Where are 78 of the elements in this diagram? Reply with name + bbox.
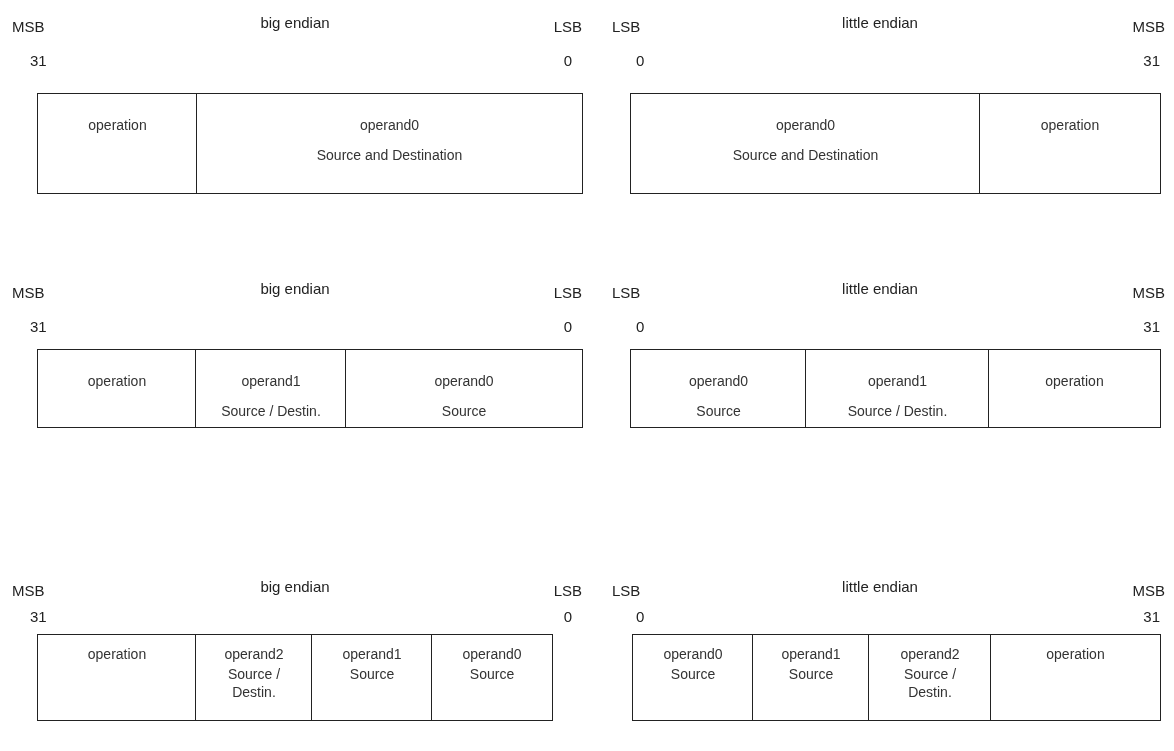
register-field (37, 349, 197, 428)
bit-order-label: MSB (1132, 18, 1165, 35)
register-field (345, 349, 583, 428)
field-role: Source (468, 665, 516, 683)
field-name: operation (1045, 645, 1106, 663)
field-name: operand1 (341, 645, 403, 663)
bit-number: 31 (1143, 52, 1160, 69)
field-name: operation (1044, 372, 1105, 390)
register-field (195, 634, 313, 721)
endianness-title: little endian (842, 578, 918, 595)
field-role: Source (348, 665, 396, 683)
field-name: operand1 (866, 372, 929, 390)
register-field (195, 349, 347, 428)
endianness-title: big endian (260, 14, 330, 31)
bit-number: 0 (636, 608, 645, 625)
field-role: Source / Destin. (226, 665, 282, 701)
endianness-title: little endian (842, 14, 918, 31)
bit-number: 31 (1143, 608, 1160, 625)
endianness-title: big endian (260, 578, 330, 595)
endianness-title: little endian (842, 280, 918, 297)
field-name: operand2 (899, 645, 961, 663)
field-name: operand1 (780, 645, 842, 663)
bit-number: 31 (30, 52, 47, 69)
bit-order-label: LSB (612, 582, 641, 599)
register-field (632, 634, 754, 721)
bit-number: 31 (30, 608, 47, 625)
bit-order-label: LSB (612, 18, 641, 35)
bit-order-label: LSB (553, 18, 582, 35)
field-name: operation (1039, 116, 1101, 134)
field-role: Source / Destin. (846, 402, 949, 420)
register-field (988, 349, 1161, 428)
register-field (630, 93, 981, 194)
field-name: operand0 (774, 116, 837, 134)
register-field (868, 634, 992, 721)
field-name: operation (87, 116, 148, 134)
register-field (37, 634, 197, 721)
bit-number: 0 (563, 52, 572, 69)
field-role: Source / Destin. (220, 402, 322, 420)
field-name: operation (86, 645, 148, 663)
bit-order-label: MSB (1132, 284, 1165, 301)
register-field (990, 634, 1161, 721)
bit-number: 0 (636, 318, 645, 335)
bit-order-label: LSB (553, 284, 582, 301)
bit-order-label: MSB (1132, 582, 1165, 599)
register-field (805, 349, 990, 428)
field-name: operand0 (662, 645, 724, 663)
bit-order-label: MSB (12, 284, 45, 301)
register-field (37, 93, 198, 194)
field-name: operand0 (461, 645, 523, 663)
register-field (979, 93, 1161, 194)
field-role: Source and Destination (731, 146, 880, 164)
field-name: operand0 (687, 372, 750, 390)
bit-order-label: LSB (612, 284, 641, 301)
field-role: Source / Destin. (902, 665, 958, 701)
field-role: Source (669, 665, 717, 683)
register-field (196, 93, 583, 194)
bit-number: 0 (563, 608, 572, 625)
field-name: operation (86, 372, 148, 390)
field-name: operand2 (223, 645, 285, 663)
field-name: operand1 (240, 372, 302, 390)
bit-number: 31 (1143, 318, 1160, 335)
register-field (752, 634, 870, 721)
bit-order-label: MSB (12, 18, 45, 35)
field-role: Source and Destination (315, 146, 464, 164)
bit-order-label: LSB (553, 582, 582, 599)
bit-order-label: MSB (12, 582, 45, 599)
bit-number: 0 (563, 318, 572, 335)
register-field (311, 634, 433, 721)
bit-number: 0 (636, 52, 645, 69)
field-role: Source (695, 402, 742, 420)
bit-number: 31 (30, 318, 47, 335)
field-name: operand0 (358, 116, 421, 134)
field-role: Source (440, 402, 488, 420)
field-name: operand0 (433, 372, 495, 390)
field-role: Source (787, 665, 835, 683)
register-field (630, 349, 807, 428)
register-field (431, 634, 553, 721)
endianness-title: big endian (260, 280, 330, 297)
